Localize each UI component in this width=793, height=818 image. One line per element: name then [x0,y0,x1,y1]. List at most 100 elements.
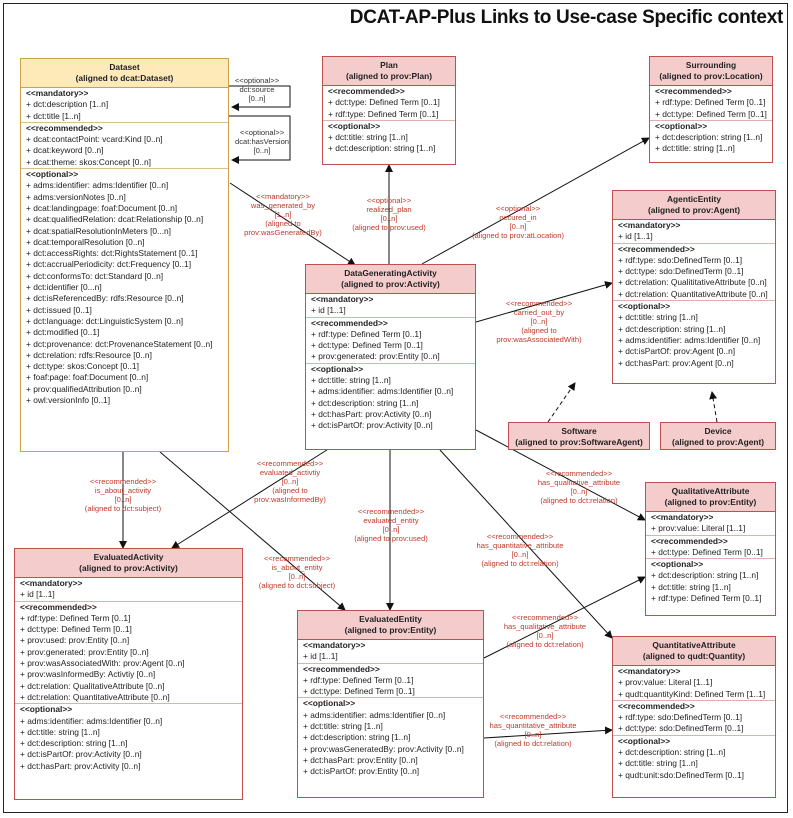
attribute-row: + qudt:quantityKind: Defined Term [1..1] [618,688,766,699]
edge-has-qualitative-2 [483,576,646,659]
class-data-generating-activity: DataGeneratingActivity(aligned to prov:A… [305,264,476,450]
class-name: AgenticEntity [667,194,721,204]
label-has-qualitative-2: <<recommended>>has_qualitative_attribute… [504,613,586,649]
edge-label-line: prov:wasInformedBy) [254,495,326,504]
class-name: DataGeneratingActivity [344,268,437,278]
attribute-row: + prov:wasAssociatedWith: prov:Agent [0.… [20,658,185,669]
attribute-row: + dct:description [1..n] [26,99,109,110]
stereotype-heading: <<mandatory>> [20,578,83,588]
edge-label-line: <<recommended>> [545,469,613,478]
attribute-row: + qudt:unit:sdo:DefinedTerm [0..1] [618,769,744,780]
class-plan: Plan(aligned to prov:Plan)<<recommended>… [322,56,456,165]
attribute-row: + dct:title: string [1..n] [303,721,383,732]
edge-label-line: has_qualitative_attribute [537,478,621,487]
label-was-generated-by: <<mandatory>>was_generated_by[1..n](alig… [244,192,322,237]
edge-label-line: <<recommended>> [511,613,579,622]
edge-label-line: [1..n] [274,210,292,219]
edge-label-line: was_generated_by [250,201,316,210]
attribute-row: + dct:description: string [1..n] [618,323,726,334]
edge-label-line: occured_in [499,213,537,222]
attribute-row: + dct:isPartOf: prov:Activity [0..n] [311,420,433,431]
attribute-row: + dct:identifier [0...n] [26,282,102,293]
stereotype-heading: <<recommended>> [306,316,475,329]
edge-label-line: <<optional>> [495,204,541,213]
attribute-row: + rdf:type: Defined Term [0..1] [20,612,131,623]
attribute-row: + dct:isPartOf: prov:Entity [0..n] [303,766,420,777]
attribute-row: + dct:title: string [1..n] [651,581,731,592]
attribute-row: + dct:description: string [1..n] [618,747,726,758]
class-header: Device(aligned to prov:Agent) [661,423,775,449]
stereotype-heading: <<optional>> [21,168,228,180]
attribute-row: + adms:identifier: adms:Identifier [0..n… [20,715,163,726]
attribute-row: + rdf:type: Defined Term [0..1] [303,674,414,685]
class-name: EvaluatedEntity [359,614,422,624]
attribute-row: + dct:accessRights: dct:RightsStatement … [26,248,198,259]
edge-label-line: prov:wasAssociatedWith) [496,335,582,344]
stereotype-heading: <<mandatory>> [26,88,89,98]
stereotype-heading: <<optional>> [646,558,775,570]
class-header: EvaluatedActivity(aligned to prov:Activi… [15,549,242,578]
class-agentic-entity: AgenticEntity(aligned to prov:Agent)<<ma… [612,190,776,384]
edge-label-line: [0..n] [281,477,299,486]
edge-label-line: [0..n] [530,317,548,326]
edge-label-line: is_about_entity [271,563,323,572]
class-alignment: (aligned to prov:Entity) [664,497,757,507]
stereotype-heading: <<mandatory>> [618,666,681,676]
attribute-row: + dct:relation: rdfs:Resource [0..n] [26,349,152,360]
attribute-row: + rdf:type: Defined Term [0..1] [311,328,422,339]
edge-has-quantitative-1 [439,449,613,639]
class-software: Software(aligned to prov:SoftwareAgent) [508,422,650,450]
attribute-row: + dcat:spatialResolutionInMeters [0...n] [26,225,172,236]
edge-label-line: carried_out_by [513,308,565,317]
class-surrounding: Surrounding(aligned to prov:Location)<<r… [649,56,773,163]
edge-label-line: (aligned to dct:relation) [494,739,572,748]
class-evaluated-entity: EvaluatedEntity(aligned to prov:Entity)<… [297,610,484,798]
class-header: Plan(aligned to prov:Plan) [323,57,455,86]
diagram-frame [3,3,788,813]
attribute-row: + id [1..1] [20,589,55,600]
stereotype-heading: <<mandatory>> [651,512,714,522]
stereotype-heading: <<optional>> [306,362,475,375]
attribute-row: + dct:isReferencedBy: rdfs:Resource [0..… [26,293,184,304]
label-evaluated-activity: <<recommended>>evaluated_activtiy[0..n](… [254,459,326,504]
attribute-row: + dct:hasPart: prov:Entity [0..n] [303,754,418,765]
stereotype-heading: <<optional>> [650,119,772,132]
attribute-row: + prov:wasInformedBy: Activtiy [0..n] [20,669,156,680]
class-alignment: (aligned to prov:Plan) [345,71,433,81]
edge-label-line: (aligned to prov:used) [354,534,428,543]
edge-label-line: [0..n] [288,572,306,581]
attribute-row: + dct:description: string [1..n] [651,570,759,581]
attribute-row: + dct:title: string [1..n] [311,375,391,386]
attribute-row: + prov:generated: prov:Entity [0..n] [20,646,149,657]
edge-has-qualitative-1 [475,429,646,521]
class-name: Plan [380,60,398,70]
stereotype-heading: <<mandatory>> [618,220,681,230]
class-name: Surrounding [685,60,737,70]
attribute-row: + foaf:page: foaf:Document [0..n] [26,372,149,383]
attribute-row: + dct:description: string [1..n] [20,738,128,749]
class-name: Dataset [109,62,140,72]
attribute-row: + dct:title: string [1..n] [20,726,100,737]
stereotype-heading: <<optional>> [613,734,775,747]
attribute-row: + prov:value: Literal [1..1] [651,523,746,534]
attribute-row: + rdf:type: Defined Term [0..1] [655,97,766,108]
class-dataset: Dataset(aligned to dcat:Dataset)<<mandat… [20,58,229,452]
attribute-row: + dct:title: string [1..n] [328,132,408,143]
class-name: Device [704,426,732,436]
edge-occured-in [421,137,650,265]
attribute-row: + dct:provenance: dct:ProvenanceStatemen… [26,338,213,349]
attribute-row: + prov:generated: prov:Entity [0..n] [311,351,440,362]
attribute-row: + dcat:landingpage: foaf:Document [0..n] [26,202,178,213]
edge-label-line: <<recommended>> [486,532,554,541]
attribute-row: + dct:type: Defined Term [0..1] [20,624,132,635]
edge-label-line: [0..n] [536,631,554,640]
class-name: EvaluatedActivity [93,552,164,562]
class-alignment: (aligned to prov:Activity) [341,279,440,289]
edge-label-line: evaluated_entity [363,516,419,525]
attribute-row: + dct:title [1..n] [26,110,81,121]
label-occured-in: <<optional>>occured_in[0..n](aligned to … [472,204,564,240]
attribute-row: + dct:relation: QuantitativeAttribute [0… [20,691,170,702]
attribute-row: + dcat:temporalResolution [0..n] [26,236,145,247]
stereotype-heading: <<recommended>> [655,86,732,96]
attribute-row: + dct:issued [0..1] [26,304,92,315]
